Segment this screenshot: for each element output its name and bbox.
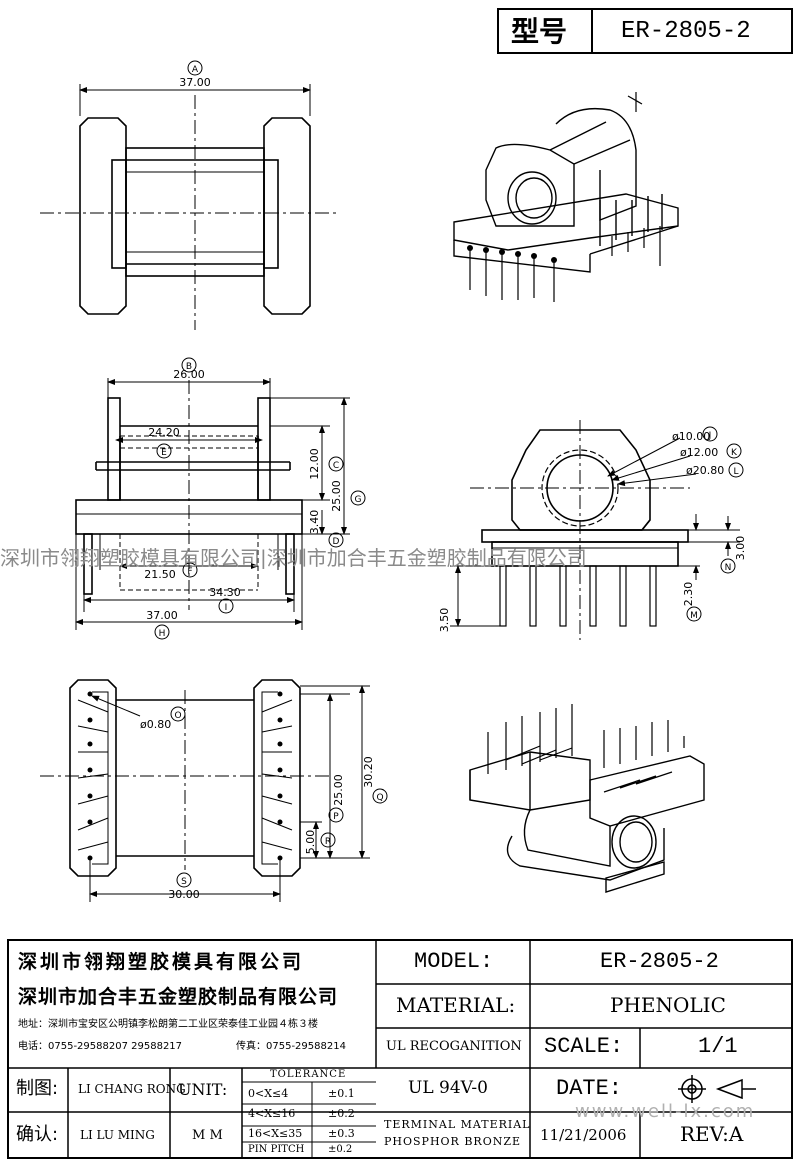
company-name-2: 深圳市加合丰五金塑胶制品有限公司 bbox=[18, 986, 339, 1008]
view3-front-view bbox=[450, 420, 740, 640]
watermark-company-names: 深圳市翎翔塑胶模具有限公司|深圳市加合丰五金塑胶制品有限公司 bbox=[0, 547, 587, 569]
dim-a: 37.00 bbox=[179, 76, 211, 89]
label-i: I bbox=[225, 603, 228, 613]
dim-pin-length: 3.50 bbox=[438, 608, 451, 633]
unit-label: UNIT: bbox=[178, 1080, 228, 1099]
tolerance-range: 4<X≤16 bbox=[248, 1107, 296, 1120]
label-b: B bbox=[186, 362, 192, 372]
drawn-by-label: 制图: bbox=[16, 1078, 59, 1099]
dim-g: 25.00 bbox=[330, 480, 343, 512]
label-s: S bbox=[181, 877, 187, 887]
dim-s: 30.00 bbox=[168, 888, 200, 901]
label-k: K bbox=[731, 448, 738, 458]
tolerance-value: ±0.1 bbox=[328, 1087, 355, 1100]
label-a: A bbox=[192, 65, 199, 75]
date-label: DATE: bbox=[556, 1076, 623, 1101]
dim-b: 26.00 bbox=[173, 368, 205, 381]
dia-o: ø0.80 bbox=[140, 718, 171, 731]
dim-h: 37.00 bbox=[146, 609, 178, 622]
scale-value: 1/1 bbox=[698, 1034, 738, 1059]
label-m: M bbox=[690, 611, 698, 621]
label-h: H bbox=[159, 629, 166, 639]
dim-r: 5.00 bbox=[304, 830, 317, 855]
model-label: MODEL: bbox=[414, 949, 494, 974]
label-l: L bbox=[733, 467, 738, 477]
label-p: P bbox=[333, 812, 339, 822]
tolerance-value: ±0.2 bbox=[328, 1144, 353, 1155]
label-r: R bbox=[325, 837, 331, 847]
dim-p: 25.00 bbox=[332, 774, 345, 806]
dim-f: 21.50 bbox=[144, 568, 176, 581]
type-label: 型号 bbox=[511, 15, 568, 48]
dim-d: 3.40 bbox=[308, 510, 321, 535]
dia-j: ø10.00 bbox=[672, 430, 710, 443]
company-address: 地址：深圳市宝安区公明镇李松朗第二工业区荣泰佳工业园４栋３楼 bbox=[18, 1019, 318, 1030]
isometric-view-top bbox=[453, 92, 679, 302]
label-o: O bbox=[174, 711, 181, 721]
date-value: 11/21/2006 bbox=[540, 1126, 627, 1144]
model-title-separator bbox=[591, 10, 593, 52]
dia-l: ø20.80 bbox=[686, 464, 724, 477]
dim-n: 3.00 bbox=[734, 536, 747, 561]
label-c: C bbox=[333, 461, 339, 471]
label-f: F bbox=[187, 567, 192, 577]
terminal-material-label: TERMINAL MATERIAL bbox=[384, 1118, 531, 1131]
tolerance-label: TOLERANCE bbox=[270, 1069, 347, 1080]
drawn-by-name: LI CHANG RONG bbox=[78, 1082, 186, 1096]
view2-side-view bbox=[75, 378, 350, 630]
title-block-frame bbox=[7, 939, 793, 1159]
ul-recognition-label: UL RECOGANITION bbox=[386, 1039, 522, 1054]
model-code: ER-2805-2 bbox=[621, 18, 751, 45]
tolerance-range: 16<X≤35 bbox=[248, 1127, 303, 1140]
checked-by-name: LI LU MING bbox=[80, 1128, 155, 1142]
model-value: ER-2805-2 bbox=[600, 949, 719, 974]
label-d: D bbox=[333, 537, 340, 547]
material-label: MATERIAL: bbox=[396, 993, 516, 1017]
company-fax: 传真：0755-29588214 bbox=[236, 1041, 346, 1052]
label-n: N bbox=[725, 563, 732, 573]
label-q: Q bbox=[376, 793, 383, 803]
label-j: J bbox=[708, 431, 712, 441]
material-value: PHENOLIC bbox=[610, 993, 726, 1017]
tolerance-value: ±0.3 bbox=[328, 1127, 355, 1140]
revision: REV:A bbox=[680, 1122, 744, 1146]
scale-label: SCALE: bbox=[544, 1034, 624, 1059]
dim-i: 34.30 bbox=[209, 586, 241, 599]
dim-c: 12.00 bbox=[308, 448, 321, 480]
dim-e: 24.20 bbox=[148, 426, 180, 439]
tolerance-range: 0<X≤4 bbox=[248, 1087, 289, 1100]
company-name-1: 深圳市翎翔塑胶模具有限公司 bbox=[18, 951, 305, 973]
model-title-box: 型号 ER-2805-2 bbox=[497, 8, 793, 54]
label-e: E bbox=[161, 448, 167, 458]
ul-value: UL 94V-0 bbox=[408, 1078, 488, 1098]
dim-m: 2.30 bbox=[682, 582, 695, 607]
view1-top-view bbox=[40, 84, 340, 330]
dia-k: ø12.00 bbox=[680, 446, 718, 459]
view4-bottom-view bbox=[40, 679, 370, 902]
tolerance-range: PIN PITCH bbox=[248, 1144, 305, 1155]
watermark-website: www.well-lx.com bbox=[575, 1101, 756, 1122]
terminal-material-value: PHOSPHOR BRONZE bbox=[384, 1135, 522, 1148]
checked-by-label: 确认: bbox=[16, 1124, 59, 1145]
projection-symbol bbox=[678, 1075, 756, 1103]
tolerance-value: ±0.2 bbox=[328, 1107, 355, 1120]
dim-q: 30.20 bbox=[362, 756, 375, 788]
label-g: G bbox=[355, 495, 362, 505]
unit-value: M M bbox=[192, 1128, 223, 1143]
isometric-view-bottom bbox=[469, 704, 705, 893]
company-phone: 电话：0755-29588207 29588217 bbox=[18, 1041, 183, 1052]
